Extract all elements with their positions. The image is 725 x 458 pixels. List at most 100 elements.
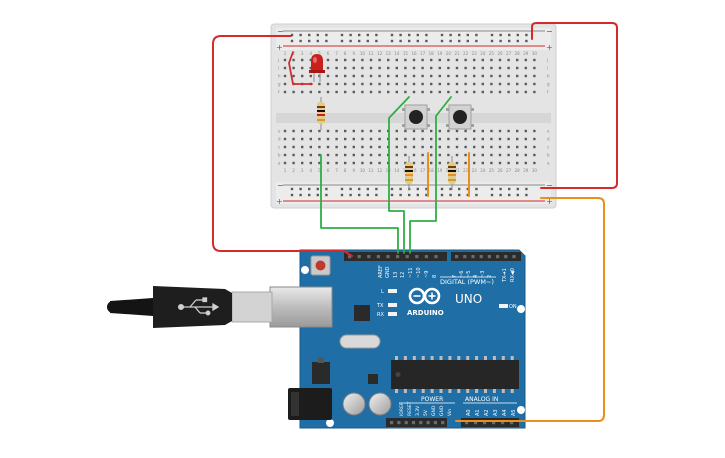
rail-hole	[466, 33, 469, 37]
column-number: 1	[284, 168, 287, 173]
breadboard-hole	[283, 153, 287, 157]
header-pin-hole[interactable]	[433, 421, 437, 425]
column-number: 30	[532, 168, 538, 173]
breadboard-hole	[361, 145, 364, 149]
power-jack-inner	[291, 392, 299, 416]
header-pin-hole[interactable]	[415, 255, 419, 259]
digital-header-left	[344, 252, 447, 261]
chip-leg	[492, 356, 496, 360]
arduino-model: UNO	[455, 292, 482, 306]
header-pin-hole[interactable]	[474, 421, 478, 425]
rail-hole	[466, 39, 469, 43]
breadboard-top-rail	[276, 28, 551, 50]
header-pin-hole[interactable]	[396, 255, 400, 259]
pushbutton-1[interactable]	[402, 104, 430, 130]
pushbutton-2[interactable]	[446, 104, 474, 130]
header-pin-hole[interactable]	[501, 421, 505, 425]
reset-button-cap[interactable]	[315, 260, 326, 271]
column-number: 7	[335, 168, 338, 173]
breadboard-hole	[352, 145, 355, 149]
breadboard-hole	[481, 145, 484, 149]
header-pin-hole[interactable]	[487, 255, 491, 259]
usb-cable[interactable]	[107, 286, 333, 328]
header-pin-hole[interactable]	[376, 255, 380, 259]
rail-minus-label-br: −	[546, 181, 553, 190]
header-pin-hole[interactable]	[367, 255, 371, 259]
rail-hole	[440, 193, 444, 197]
breadboard-hole	[301, 129, 304, 133]
breadboard-hole	[412, 161, 416, 165]
rail-hole	[490, 33, 494, 37]
column-number: 21	[454, 51, 460, 56]
column-number: 18	[429, 168, 435, 173]
header-pin-hole[interactable]	[397, 421, 401, 425]
header-pin-hole[interactable]	[434, 255, 438, 259]
header-pin-hole[interactable]	[463, 255, 467, 259]
green-wire-3[interactable]	[409, 96, 452, 254]
rail-hole	[425, 187, 428, 191]
green-wire-1[interactable]	[320, 154, 399, 254]
led[interactable]	[309, 54, 325, 82]
header-pin-hole[interactable]	[496, 255, 500, 259]
resistor-2[interactable]	[405, 156, 413, 190]
green-wire-2[interactable]	[388, 96, 410, 254]
breadboard-hole	[498, 66, 502, 70]
breadboard-hole	[404, 90, 407, 94]
breadboard-hole	[344, 153, 347, 157]
usb-b-connector	[269, 286, 333, 328]
header-pin-hole[interactable]	[471, 255, 475, 259]
header-pin-hole[interactable]	[441, 421, 445, 425]
header-pin-hole[interactable]	[411, 421, 416, 425]
pin-label-rx0: RX◀0	[510, 268, 516, 282]
header-pin-hole[interactable]	[348, 255, 352, 259]
breadboard-hole	[395, 74, 398, 78]
header-pin-hole[interactable]	[419, 421, 423, 425]
rail-hole	[299, 193, 302, 197]
column-number: 28	[515, 168, 521, 173]
column-number: 10	[360, 51, 366, 56]
breadboard-hole	[464, 161, 467, 165]
breadboard-hole	[507, 90, 510, 94]
breadboard-hole	[369, 161, 373, 165]
header-pin-hole[interactable]	[426, 421, 430, 425]
breadboard-hole	[421, 153, 424, 157]
header-pin-hole[interactable]	[504, 255, 508, 259]
header-pin-hole[interactable]	[492, 421, 496, 425]
breadboard-hole	[352, 153, 355, 157]
header-pin-hole[interactable]	[405, 255, 409, 259]
resistor-3[interactable]	[448, 156, 456, 190]
column-number: 11	[368, 168, 374, 173]
column-number: 10	[360, 168, 366, 173]
red-wire-left[interactable]	[212, 35, 353, 257]
chip-leg	[501, 356, 505, 360]
breadboard-hole	[464, 90, 467, 94]
breadboard-hole	[481, 90, 484, 94]
breadboard-hole	[516, 90, 519, 94]
red-wire-right[interactable]	[531, 22, 618, 189]
chip-leg	[475, 356, 479, 360]
breadboard-hole	[473, 74, 476, 78]
header-pin-hole[interactable]	[455, 255, 459, 259]
header-pin-hole[interactable]	[483, 421, 487, 425]
header-pin-hole[interactable]	[386, 255, 390, 259]
header-pin-hole[interactable]	[510, 421, 514, 425]
breadboard-hole	[490, 66, 493, 70]
header-pin-hole[interactable]	[404, 421, 408, 425]
breadboard-hole	[533, 145, 536, 149]
breadboard-hole	[447, 145, 450, 149]
red-wire-led[interactable]	[288, 51, 313, 85]
orange-wire[interactable]	[455, 197, 605, 422]
header-pin-hole[interactable]	[479, 255, 483, 259]
header-pin-hole[interactable]	[424, 255, 428, 259]
header-pin-hole[interactable]	[357, 255, 361, 259]
header-pin-hole[interactable]	[390, 421, 394, 425]
breadboard-hole	[283, 66, 287, 70]
resistor-1[interactable]	[317, 97, 325, 130]
header-pin-hole[interactable]	[465, 421, 469, 425]
header-pin-hole[interactable]	[512, 255, 516, 259]
breadboard-hole	[309, 90, 312, 94]
breadboard-hole	[335, 90, 338, 94]
breadboard-hole	[524, 74, 527, 78]
breadboard-hole	[490, 82, 493, 86]
